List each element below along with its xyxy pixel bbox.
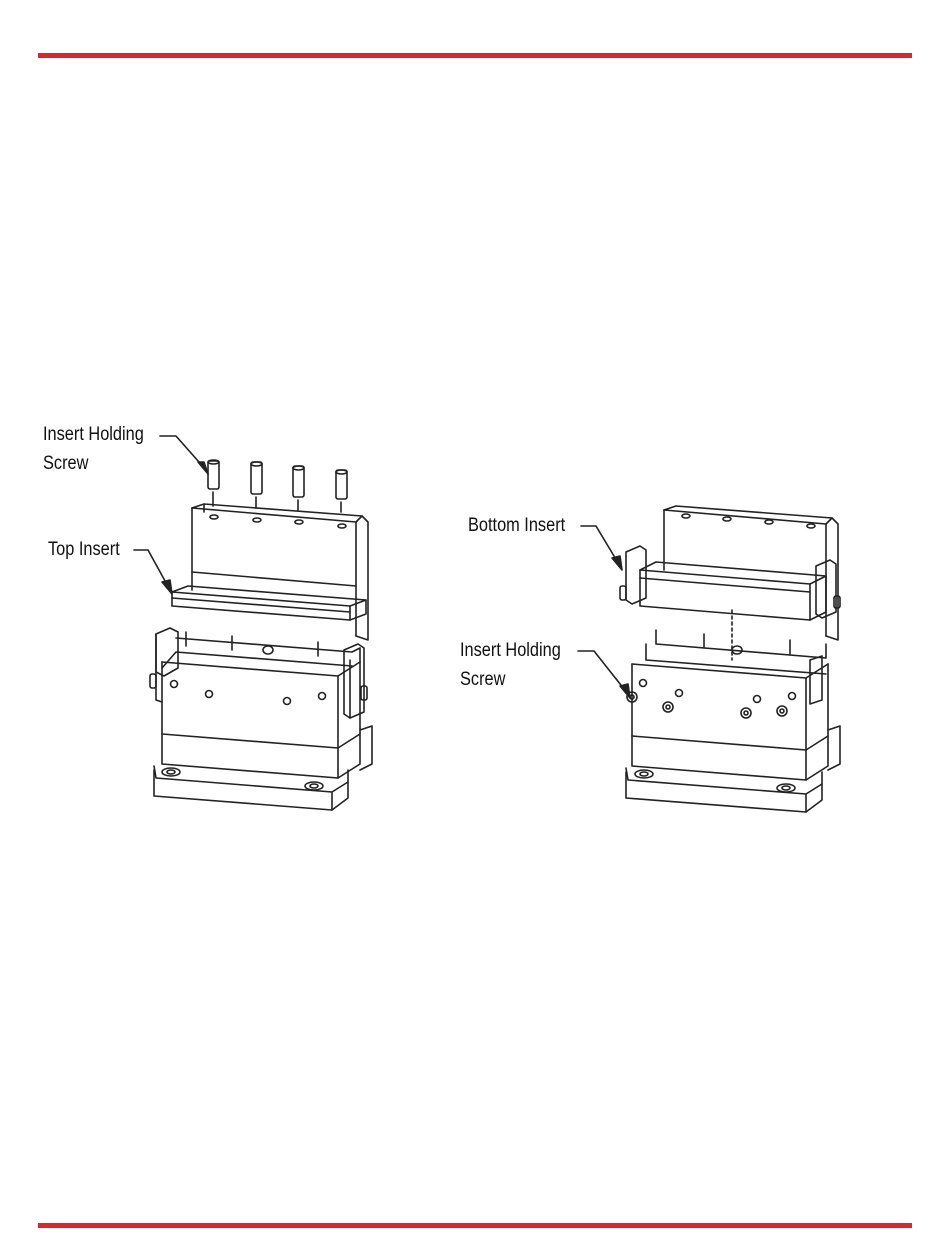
base-plate (626, 768, 822, 812)
leader-insert-holding-screw-right (578, 651, 630, 698)
lower-block (627, 630, 840, 780)
bottom-insert-bar (620, 546, 840, 620)
leader-bottom-insert (581, 526, 622, 570)
